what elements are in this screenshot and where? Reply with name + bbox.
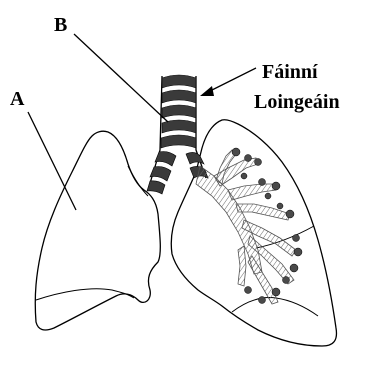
label-b: B: [54, 15, 67, 35]
pointer-arrowhead-rings: [200, 86, 214, 96]
label-a: A: [10, 89, 24, 109]
label-rings-line1: Fáinní: [262, 62, 318, 82]
left-lung-outline: [35, 131, 160, 330]
pointer-line-rings: [208, 68, 256, 92]
pointer-line-b: [74, 34, 168, 122]
pointer-line-a: [28, 112, 76, 210]
label-rings-line2: Loingeáin: [254, 92, 340, 112]
